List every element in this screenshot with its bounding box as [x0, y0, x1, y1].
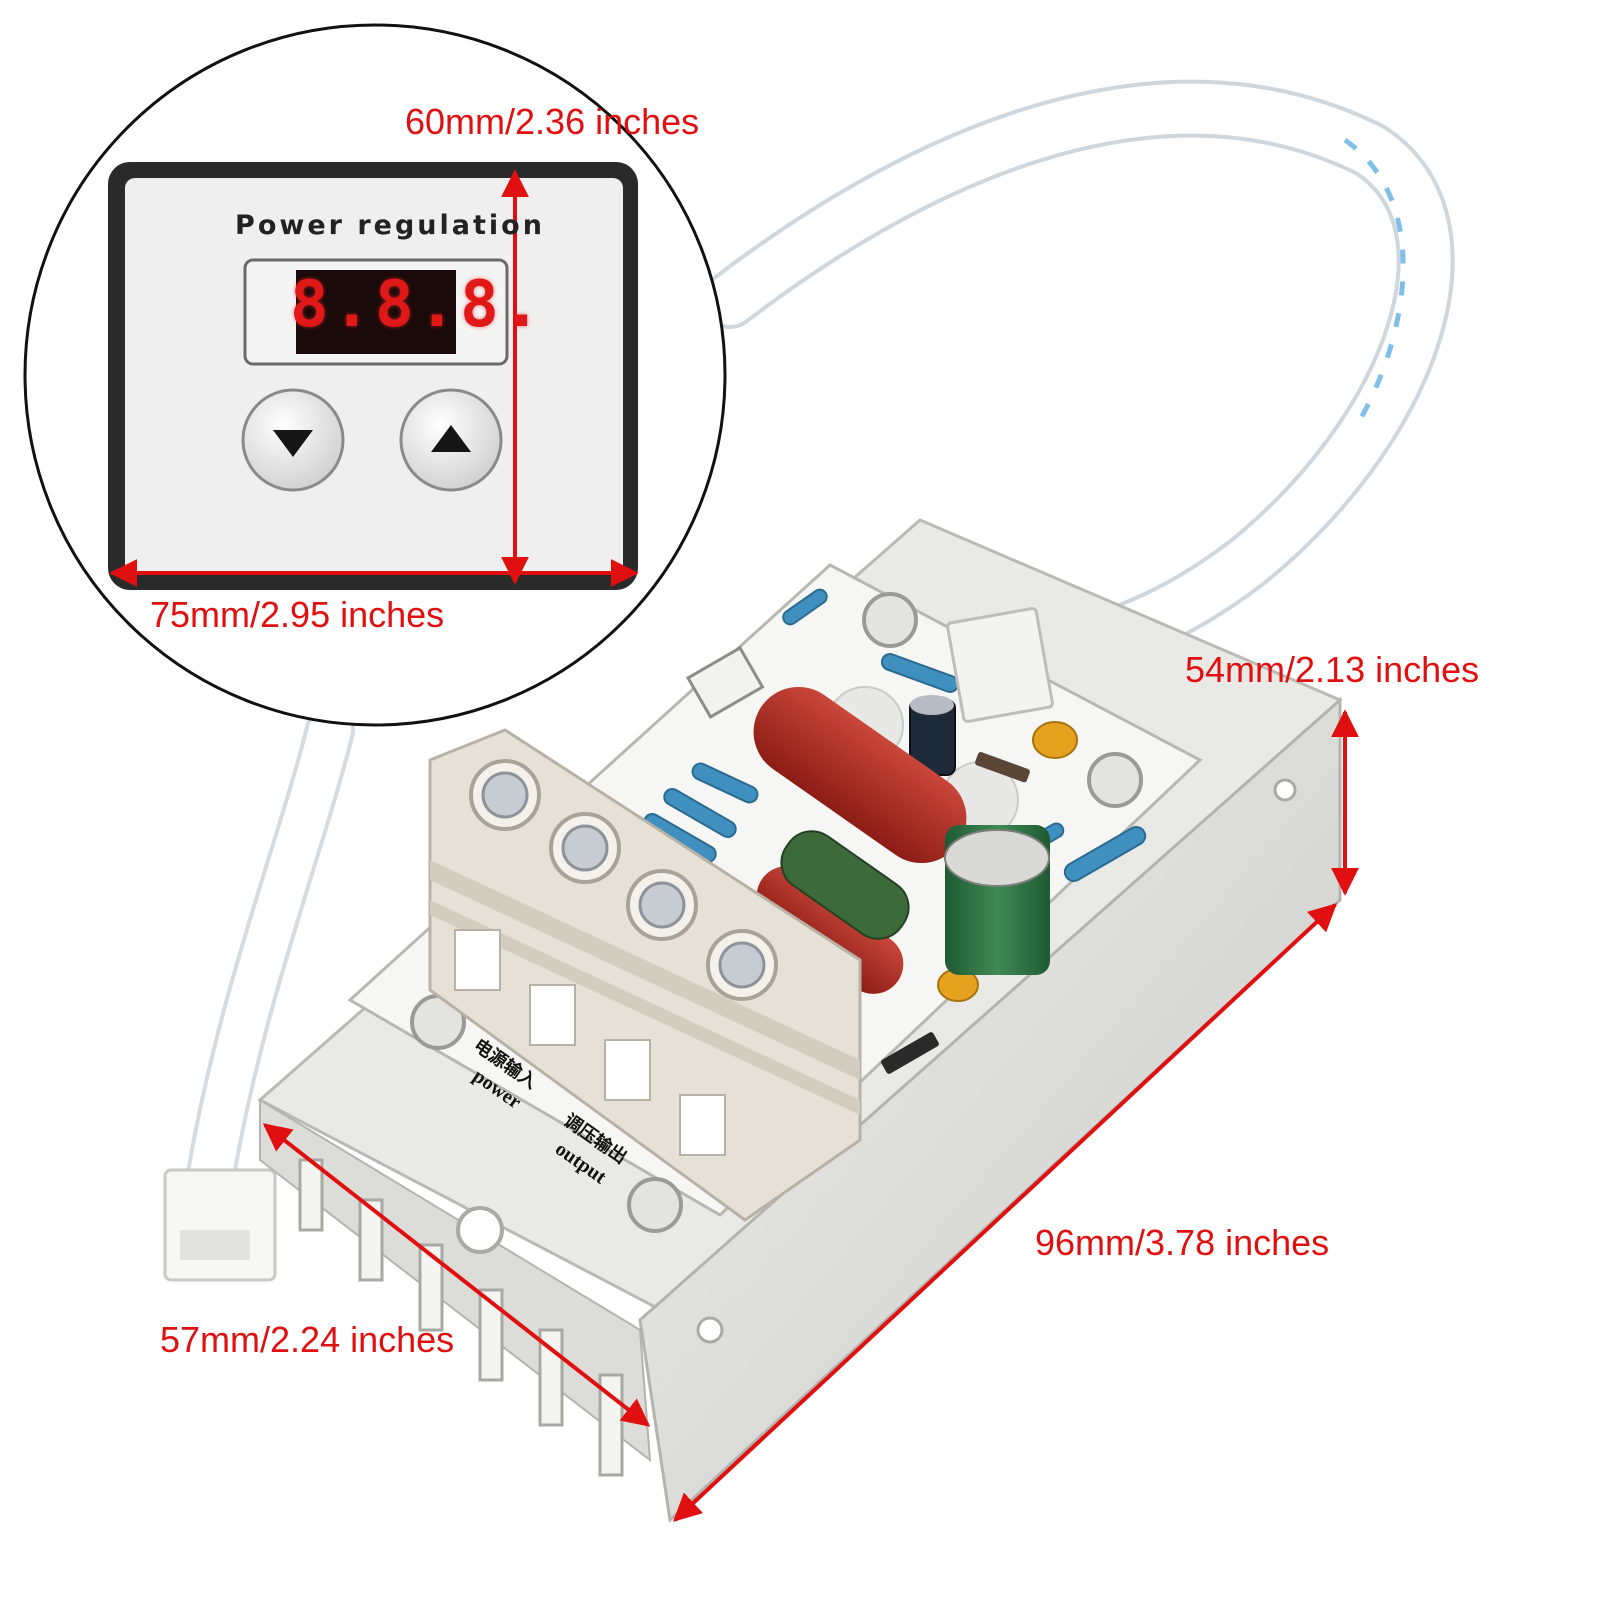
cable-connector — [163, 1168, 277, 1282]
film-capacitor — [753, 686, 967, 864]
screw — [1087, 752, 1143, 808]
dimension-lines — [109, 169, 1359, 1522]
inset-panel-view — [23, 23, 727, 727]
ribbon-cable — [163, 79, 1455, 1282]
ribbon-connector — [946, 607, 1054, 723]
module-width-arrow — [262, 1123, 651, 1427]
panel-title: Power regulation — [235, 210, 545, 241]
mounting-hole — [456, 1206, 504, 1254]
panel-width-label: 75mm/2.95 inches — [150, 594, 445, 635]
led-readout: 8.8.8. — [290, 268, 546, 342]
led-display — [296, 270, 456, 354]
module-width-label: 57mm/2.24 inches — [160, 1319, 455, 1360]
module-height-label: 54mm/2.13 inches — [1185, 649, 1480, 690]
panel-height-label: 60mm/2.36 inches — [405, 101, 700, 142]
triangle-up-icon — [431, 425, 471, 452]
optocoupler — [685, 645, 765, 719]
triangle-down-icon — [273, 430, 313, 457]
module-length-arrow — [672, 903, 1338, 1522]
module-length-label: 96mm/3.78 inches — [1035, 1222, 1330, 1263]
ceramic-capacitor — [1032, 721, 1078, 759]
diode — [975, 752, 1030, 783]
screw — [862, 592, 918, 648]
resistors — [643, 588, 1147, 882]
screw — [627, 1177, 683, 1233]
